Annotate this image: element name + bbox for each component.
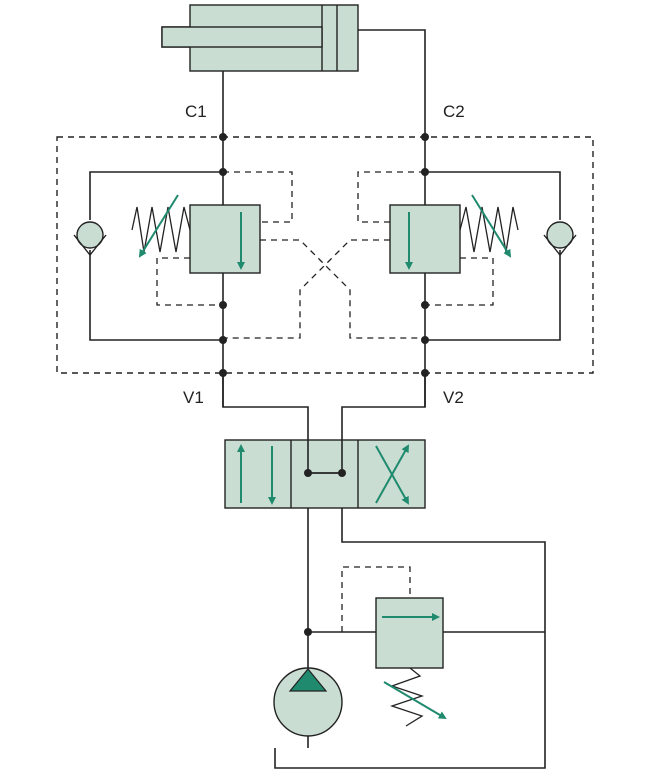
check-seat xyxy=(543,234,577,257)
dcv-body xyxy=(224,439,426,509)
hydraulic-cylinder xyxy=(161,4,359,72)
adjust-arrow xyxy=(138,194,179,258)
pilot-line xyxy=(341,566,411,632)
flow-arrow-cross xyxy=(375,445,409,505)
spring-icon xyxy=(459,206,519,253)
valve-spool xyxy=(389,204,461,274)
port-label-c1: C1 xyxy=(185,102,207,121)
spring-icon xyxy=(389,667,425,727)
valve-spool xyxy=(189,204,261,274)
check-ball xyxy=(76,221,104,249)
relief-valve xyxy=(341,566,447,727)
junction-dot xyxy=(304,628,312,636)
left-counterbalance-valve xyxy=(131,194,261,274)
cylinder-lines xyxy=(222,29,426,137)
check-ball xyxy=(546,221,574,249)
adjust-arrow xyxy=(383,681,447,720)
v-lines xyxy=(222,373,426,440)
pump-arrow-icon xyxy=(288,668,328,692)
directional-control-valve xyxy=(224,439,426,509)
left-check-valve xyxy=(73,221,107,257)
right-check-valve-branch xyxy=(425,171,561,341)
supply-lines xyxy=(274,508,546,769)
left-check-valve-branch xyxy=(89,171,223,341)
right-pilot-lines xyxy=(223,171,494,339)
valve-block-enclosure xyxy=(56,136,594,374)
port-label-v1: V1 xyxy=(183,388,204,407)
check-seat xyxy=(73,234,107,257)
adjust-arrow xyxy=(471,194,512,258)
spring-icon xyxy=(131,206,191,253)
cylinder-rod-inner xyxy=(161,26,323,48)
junction-dots xyxy=(219,133,429,377)
right-counterbalance-valve xyxy=(389,194,519,274)
port-label-v2: V2 xyxy=(443,388,464,407)
hydraulic-pump xyxy=(273,667,343,748)
port-label-c2: C2 xyxy=(443,102,465,121)
left-pilot-lines xyxy=(156,171,425,339)
right-check-valve xyxy=(543,221,577,257)
relief-valve-body xyxy=(375,597,444,669)
